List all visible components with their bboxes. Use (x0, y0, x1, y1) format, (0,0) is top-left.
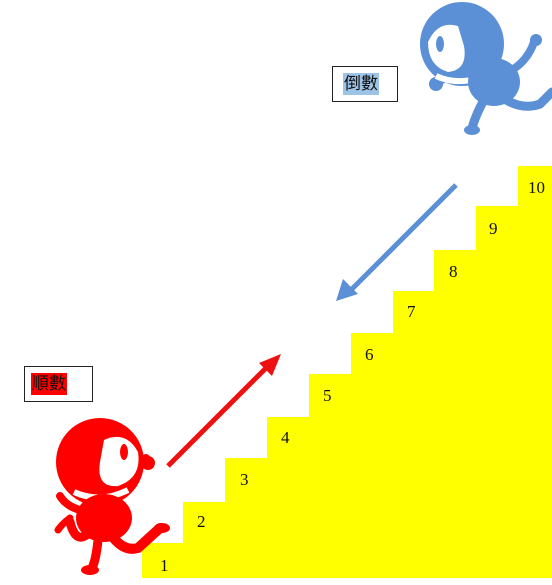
step-number-4: 4 (281, 428, 290, 447)
step-number-7: 7 (407, 302, 416, 321)
backward-label: 倒數 (343, 73, 379, 95)
backward-runner-icon (420, 2, 552, 135)
step-number-3: 3 (240, 470, 249, 489)
step-number-6: 6 (365, 345, 374, 364)
forward-label-box: 順數 (24, 366, 93, 402)
step-number-1: 1 (160, 556, 169, 575)
step-number-5: 5 (323, 386, 332, 405)
step-number-9: 9 (489, 219, 498, 238)
step-number-10: 10 (528, 178, 545, 197)
forward-arrow (166, 354, 281, 468)
staircase (142, 166, 552, 578)
backward-label-box: 倒數 (332, 66, 398, 102)
step-number-8: 8 (449, 262, 458, 281)
backward-arrow (336, 183, 458, 301)
forward-label: 順數 (31, 373, 67, 395)
step-number-2: 2 (197, 512, 206, 531)
forward-runner-icon (54, 418, 170, 575)
